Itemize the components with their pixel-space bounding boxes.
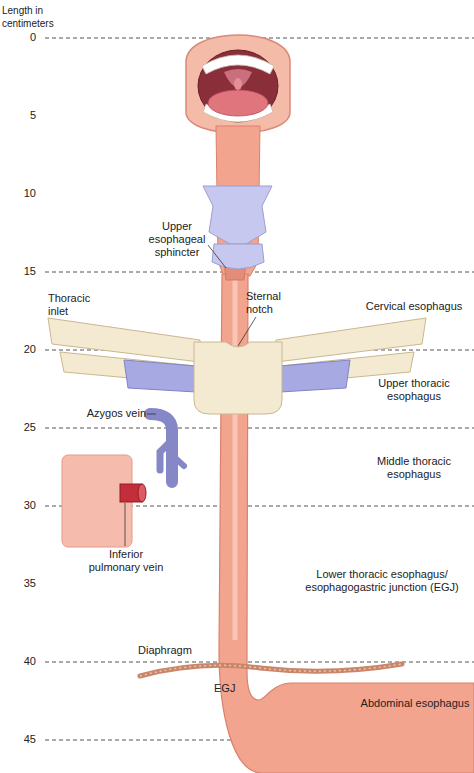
scale-number: 5 — [6, 109, 36, 122]
scale-number: 10 — [6, 187, 36, 200]
scale-number: 30 — [6, 499, 36, 512]
pulmonary-vein-end — [138, 484, 146, 502]
scale-number: 20 — [6, 343, 36, 356]
level-lines — [45, 38, 474, 740]
structure-label: EGJ — [214, 682, 254, 695]
scale-number: 0 — [6, 31, 36, 44]
level-line — [45, 428, 474, 429]
diaphragm — [140, 664, 402, 676]
region-label: Abdominal esophagus — [360, 697, 470, 710]
esophageal-lumen — [233, 280, 238, 640]
sternum — [194, 342, 282, 414]
leader-line — [125, 503, 126, 546]
diaphragm-striation — [140, 664, 402, 676]
region-label: Upper thoracic esophagus — [356, 377, 472, 403]
leader-line — [238, 317, 256, 346]
azygos-branch — [172, 455, 184, 466]
axis-title: Length in centimeters — [2, 4, 74, 30]
structure-label: Inferior pulmonary vein — [86, 548, 166, 574]
structure-label: Diaphragm — [138, 644, 208, 657]
structure-label: Thoracic inlet — [48, 292, 106, 318]
scale-number: 15 — [6, 265, 36, 278]
scale-number: 35 — [6, 577, 36, 590]
costal-cartilage — [124, 360, 196, 392]
thyroid-cartilage — [203, 186, 272, 244]
level-line — [45, 272, 474, 273]
region-label: Lower thoracic esophagus/ esophagogastri… — [292, 568, 472, 594]
leader-line — [208, 245, 226, 268]
structure-label: Upper esophageal sphincter — [138, 220, 216, 259]
leader-line — [147, 414, 156, 415]
structure-label: Sternal notch — [246, 290, 298, 316]
region-label: Cervical esophagus — [356, 300, 472, 313]
level-line — [45, 662, 474, 663]
lips — [186, 35, 290, 133]
cricoid-cartilage — [212, 244, 264, 269]
scale-number: 40 — [6, 655, 36, 668]
structure-label: Azygos vein — [82, 407, 146, 420]
tongue — [208, 90, 268, 116]
costal-cartilage — [280, 360, 350, 392]
scale-number: 25 — [6, 421, 36, 434]
oral-cavity — [198, 50, 278, 122]
scale-number: 45 — [6, 733, 36, 746]
region-label: Middle thoracic esophagus — [356, 455, 472, 481]
uvula — [234, 78, 242, 90]
azygos-vein — [150, 414, 172, 482]
